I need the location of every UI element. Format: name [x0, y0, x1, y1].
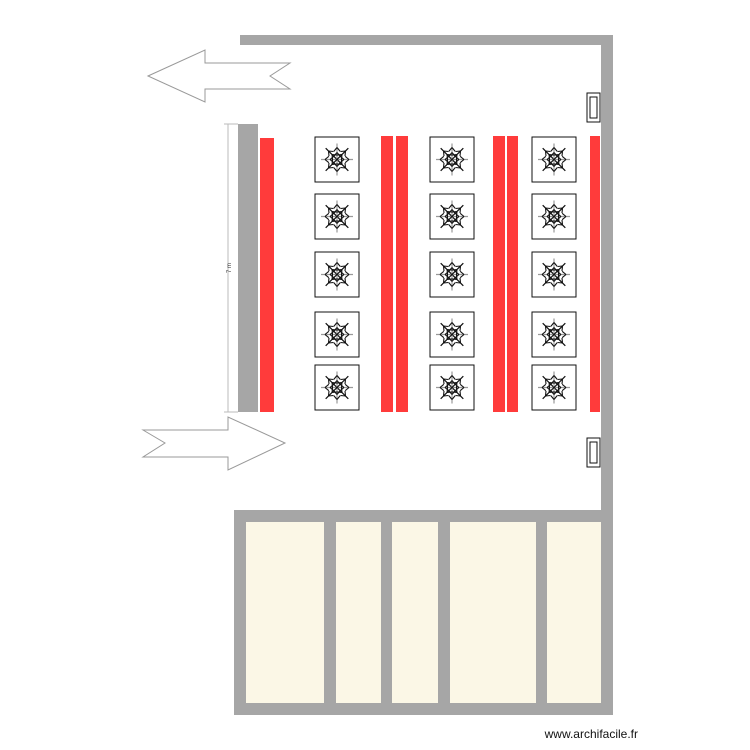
- snowflake-icon: [314, 364, 360, 411]
- snowflake-icon: [531, 136, 577, 183]
- top-wall: [240, 35, 613, 45]
- room: [547, 522, 601, 703]
- snowflake-icon: [429, 136, 475, 183]
- dimension-label: 7 m: [227, 263, 233, 273]
- radiator: [590, 136, 600, 412]
- snowflake-icon: [314, 311, 360, 358]
- room: [246, 522, 324, 703]
- snowflake-icon: [314, 136, 360, 183]
- radiator: [381, 136, 393, 412]
- room: [450, 522, 536, 703]
- snowflake-icon: [429, 311, 475, 358]
- snowflake-icon: [531, 364, 577, 411]
- snowflake-icon: [531, 193, 577, 240]
- exit-arrow-icon: [146, 49, 292, 103]
- snowflake-icon: [429, 251, 475, 298]
- window-icon: [586, 437, 601, 468]
- radiator: [260, 138, 274, 412]
- radiator: [396, 136, 408, 412]
- snowflake-icon: [429, 193, 475, 240]
- room: [336, 522, 381, 703]
- snowflake-icon: [531, 251, 577, 298]
- entry-arrow-icon: [141, 416, 287, 471]
- window-icon: [586, 92, 601, 123]
- snowflake-icon: [314, 251, 360, 298]
- dimension-line: 7 m: [224, 123, 238, 413]
- room: [392, 522, 438, 703]
- right-wall: [601, 35, 613, 517]
- snowflake-icon: [429, 364, 475, 411]
- watermark: www.archifacile.fr: [544, 727, 638, 741]
- snowflake-icon: [314, 193, 360, 240]
- radiator: [507, 136, 518, 412]
- left-partition: [238, 124, 258, 412]
- snowflake-icon: [531, 311, 577, 358]
- radiator: [493, 136, 505, 412]
